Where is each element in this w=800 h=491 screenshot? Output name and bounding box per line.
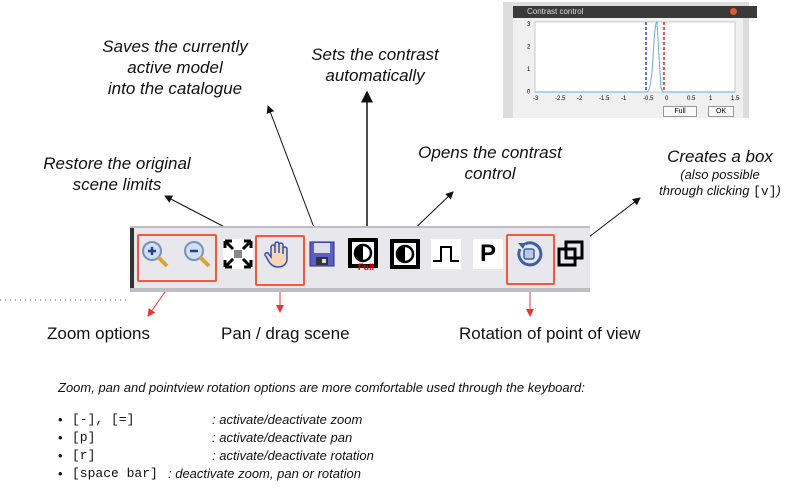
zoom-out-icon [184, 241, 211, 268]
hand-icon [264, 241, 288, 268]
restore-limits-button[interactable] [222, 238, 254, 270]
x-tick-label: -1.5 [599, 96, 610, 102]
window-titlebar: Contrast control [513, 6, 757, 18]
close-icon[interactable] [730, 8, 737, 15]
zoom-highlight [137, 234, 217, 282]
save-model-button[interactable] [306, 238, 338, 270]
keyboard-list: •[-], [=]: activate/deactivate zoom •[p]… [58, 412, 374, 484]
x-tick-label: 0.5 [687, 96, 696, 102]
pulse-button[interactable] [430, 238, 462, 270]
x-tick-label: -2 [577, 96, 583, 102]
box-cube-icon [557, 240, 584, 267]
pulse-wave-icon [431, 239, 461, 269]
y-tick-label: 0 [527, 90, 531, 96]
list-item: •[r]: activate/deactivate rotation [58, 448, 374, 463]
contrast-icon [390, 239, 420, 269]
pan-label: Pan / drag scene [221, 324, 350, 343]
rotation-highlight [506, 234, 555, 285]
zoom-out-button[interactable] [181, 238, 213, 270]
list-item: •[-], [=]: activate/deactivate zoom [58, 412, 363, 427]
list-item: •[space bar]: deactivate zoom, pan or ro… [58, 466, 361, 481]
pan-button[interactable] [262, 238, 294, 270]
rotate-icon [517, 241, 543, 267]
contrast-auto-button[interactable]: Full [348, 238, 380, 270]
keyboard-intro: Zoom, pan and pointview rotation options… [58, 380, 585, 395]
histogram-curve [535, 21, 735, 93]
pan-highlight [255, 235, 305, 286]
x-tick-label: -3 [533, 96, 539, 102]
create-box-button[interactable] [555, 238, 587, 270]
y-tick-label: 2 [527, 45, 531, 51]
zoom-in-icon [142, 241, 169, 268]
zoom-in-button[interactable] [139, 238, 171, 270]
box-arrow [584, 197, 641, 241]
svg-text:Full: Full [358, 262, 374, 270]
x-tick-label: -0.5 [643, 96, 654, 102]
x-tick-label: 0 [665, 96, 669, 102]
x-tick-label: -2.5 [555, 96, 566, 102]
y-tick-label: 3 [527, 22, 531, 28]
rotation-button[interactable] [513, 238, 545, 270]
x-tick-label: 1 [709, 96, 713, 102]
x-tick-label: 1.5 [731, 96, 740, 102]
box-note: Creates a box (also possible through cli… [659, 147, 781, 199]
p-button[interactable]: P [472, 238, 504, 270]
fit-expand-icon [223, 239, 253, 269]
y-tick-label: 1 [527, 67, 531, 73]
floppy-disk-icon [309, 241, 335, 267]
x-tick-label: -1 [621, 96, 627, 102]
ok-button[interactable]: OK [708, 106, 734, 117]
zoom-options-label: Zoom options [47, 324, 150, 343]
contrast-full-icon: Full [348, 238, 378, 270]
save-arrow [266, 105, 319, 239]
rotation-label: Rotation of point of view [459, 324, 641, 343]
list-item: •[p]: activate/deactivate pan [58, 430, 353, 445]
full-button[interactable]: Full [663, 106, 697, 117]
contrast-control-button[interactable] [389, 238, 421, 270]
